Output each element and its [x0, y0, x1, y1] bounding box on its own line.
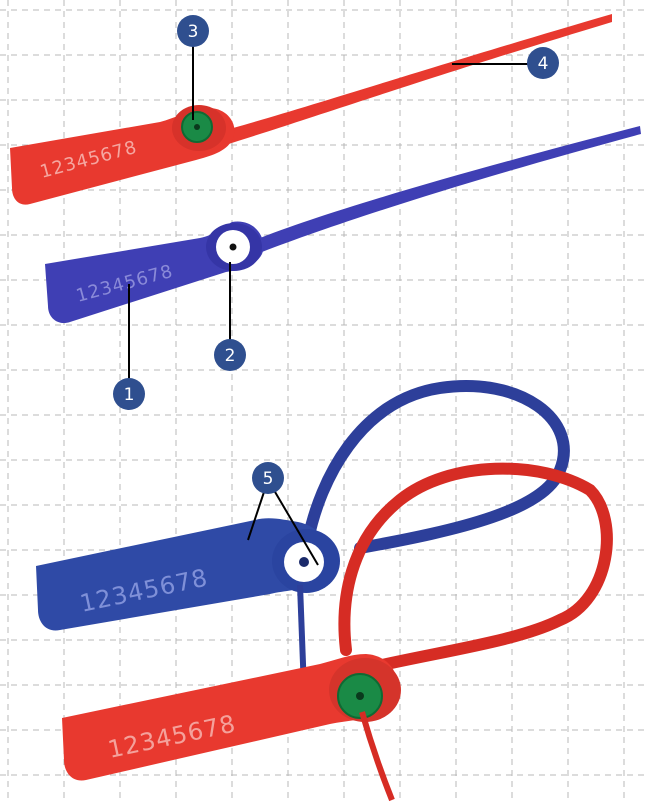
- red-seal-top: 12345678: [10, 14, 612, 205]
- callout-2-badge: [214, 339, 246, 371]
- callout-5: 5: [252, 462, 284, 494]
- callout-2-label: 2: [225, 346, 236, 366]
- callout-1: 1: [113, 378, 145, 410]
- blue-seal-middle: 12345678: [45, 126, 641, 324]
- callout-4-badge: [527, 47, 559, 79]
- callout-1-badge: [113, 378, 145, 410]
- callout-1-label: 1: [124, 385, 135, 405]
- callout-5-label: 5: [263, 469, 274, 489]
- blue-seal-bottom-insert-hole: [299, 557, 309, 567]
- blue-seal-bottom-body: [36, 518, 331, 631]
- callout-3-label: 3: [188, 22, 199, 42]
- blue-seal-middle-insert-hole: [229, 243, 237, 251]
- leader-line-5b: [267, 479, 319, 566]
- red-seal-bottom-tail: [359, 711, 395, 802]
- callout-2: 2: [214, 339, 246, 371]
- blue-seal-bottom: 12345678: [36, 518, 340, 691]
- callout-4: 4: [527, 47, 559, 79]
- red-seal-top-strap: [215, 14, 612, 146]
- red-seal-top-insert-hole: [194, 124, 200, 130]
- callout-3-badge: [177, 15, 209, 47]
- blue-seal-middle-strap: [255, 126, 641, 252]
- red-seal-bottom: 12345678: [62, 654, 401, 802]
- red-seal-bottom-insert-hole: [356, 692, 364, 700]
- callout-5-badge: [252, 462, 284, 494]
- red-seal-bottom-body: [62, 654, 398, 781]
- callout-4-label: 4: [538, 54, 549, 74]
- blue-loop-strap: [302, 380, 570, 554]
- red-loop-strap: [338, 462, 613, 671]
- callout-3: 3: [177, 15, 209, 47]
